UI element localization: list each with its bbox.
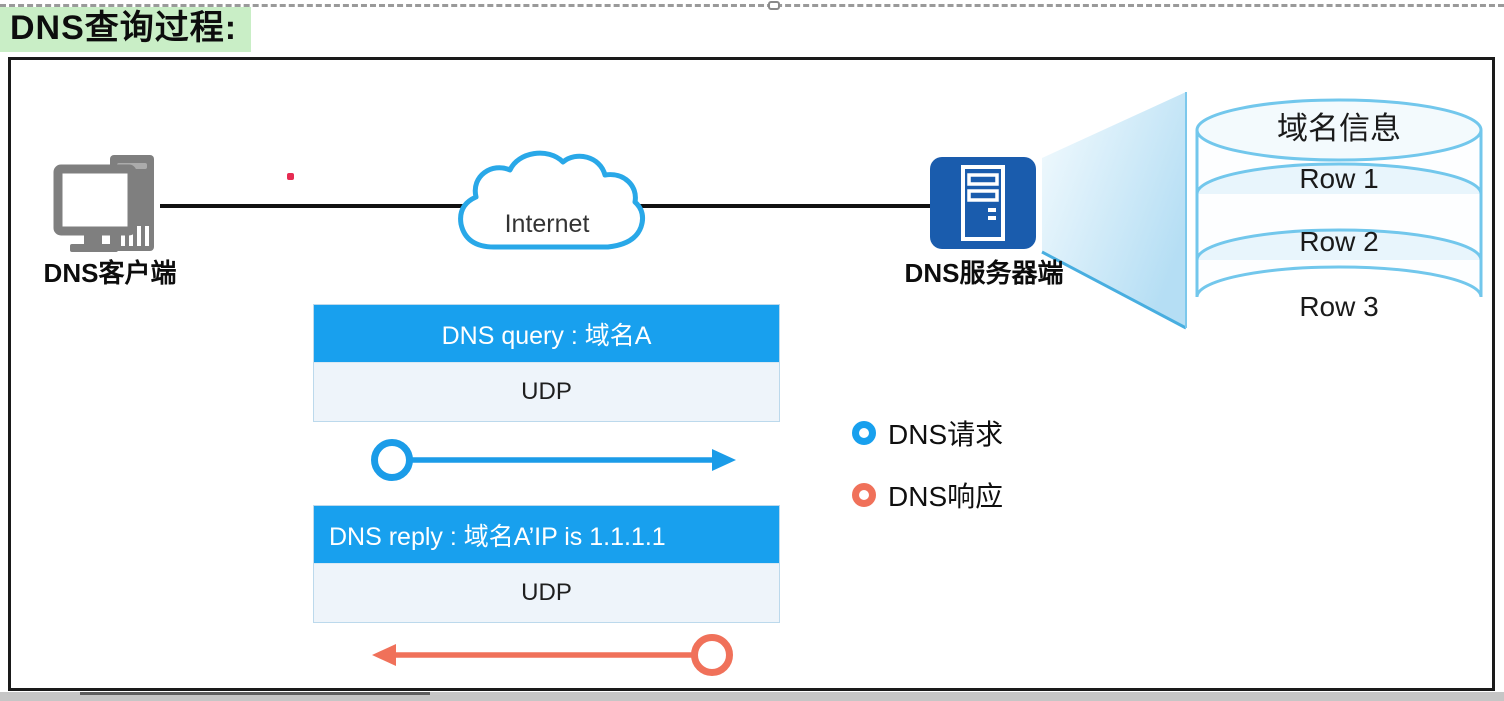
page-title: DNS查询过程: — [0, 7, 252, 53]
desktop-computer-icon — [53, 155, 154, 252]
query-header: DNS query : 域名A — [314, 305, 779, 362]
reply-header: DNS reply : 域名A’IP is 1.1.1.1 — [314, 506, 779, 563]
legend-item-response: DNS响应 — [852, 475, 1003, 515]
bottom-strip-smudge — [80, 692, 430, 695]
top-dashed-border — [0, 4, 1504, 7]
cloud-icon — [458, 150, 645, 250]
selection-handle — [768, 1, 780, 10]
database-row: Row 2 — [1299, 226, 1379, 257]
query-protocol: UDP — [314, 362, 779, 421]
blue-ring-icon — [852, 421, 876, 445]
projection-beam — [1041, 92, 1187, 330]
legend-response-label: DNS响应 — [888, 481, 1004, 512]
orange-ring-icon — [852, 483, 876, 507]
legend-request-label: DNS请求 — [888, 419, 1004, 450]
reply-message-box: DNS reply : 域名A’IP is 1.1.1.1 UDP — [313, 505, 780, 623]
dns-server-label: DNS服务器端 — [904, 258, 1064, 288]
pointer-dot-artifact — [287, 173, 294, 180]
bottom-gray-strip — [0, 692, 1504, 701]
server-icon — [930, 157, 1036, 249]
query-message-box: DNS query : 域名A UDP — [313, 304, 780, 422]
database-row: Row 3 — [1299, 291, 1379, 322]
internet-label: Internet — [504, 210, 590, 238]
dns-client-label: DNS客户端 — [43, 258, 177, 288]
database-title: 域名信息 — [1277, 111, 1401, 146]
reply-protocol: UDP — [314, 563, 779, 622]
legend-item-request: DNS请求 — [852, 413, 1003, 453]
database-cylinder-icon — [1195, 98, 1483, 298]
request-arrow-icon — [371, 439, 736, 481]
database-row: Row 1 — [1299, 163, 1379, 194]
response-arrow-icon — [372, 634, 733, 676]
